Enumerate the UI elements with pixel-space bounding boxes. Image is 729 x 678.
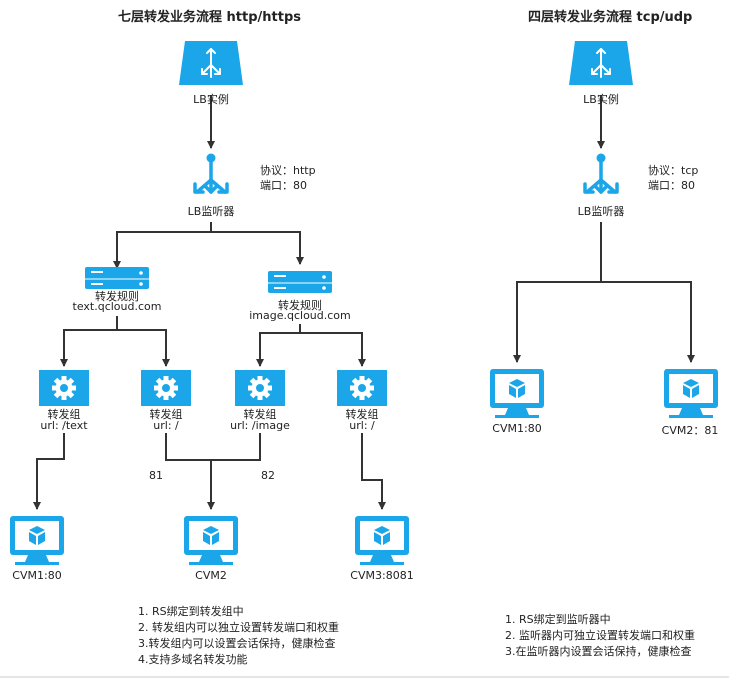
group4-label: 转发组: [345, 408, 379, 421]
left-note-1: 1. RS绑定到转发组中: [138, 605, 244, 618]
lb-instance-icon: [178, 40, 244, 86]
cvm-monitor-icon: [490, 369, 544, 418]
edge-listener-to-rule2: [211, 231, 304, 265]
r-cvm1-label: CVM1:80: [492, 422, 542, 435]
cvm1-label: CVM1:80: [12, 569, 62, 582]
lb-instance-label: LB实例: [193, 93, 229, 106]
edge-group4-to-cvm3: [361, 433, 386, 510]
r-cvm2-label: CVM2：81: [661, 424, 719, 437]
group3-url: url: /image: [230, 419, 290, 432]
right-notes: 1. RS绑定到监听器中 2. 监听器内可独立设置转发端口和权重 3.在监听器内…: [505, 612, 695, 660]
cvm2-label: CVM2: [195, 569, 227, 582]
rule1-label: 转发规则: [95, 290, 139, 303]
cvm-monitor-icon: [664, 369, 718, 418]
lb-instance-icon: [568, 40, 634, 86]
listener-icon: [583, 151, 619, 194]
edge-group1-to-cvm1: [33, 433, 65, 510]
cvm-monitor-icon: [355, 516, 409, 565]
bottom-divider: [0, 676, 729, 678]
edge-group3-to-cvm2: [211, 433, 261, 461]
left-diagram-title: 七层转发业务流程 http/https: [118, 10, 301, 25]
edge-listener-split: [116, 222, 212, 262]
edge-rule2-to-groups: [256, 324, 301, 367]
forward-group-gear-icon: [141, 370, 191, 406]
forward-group-gear-icon: [337, 370, 387, 406]
left-note-4: 4.支持多域名转发功能: [138, 653, 248, 666]
cvm3-label: CVM3:8081: [350, 569, 414, 582]
listener-protocol: 协议：http: [260, 164, 316, 177]
edge-rule1-to-group2: [117, 329, 170, 367]
edge-rule2-to-group4: [300, 332, 366, 367]
r-listener-protocol: 协议：tcp: [648, 164, 699, 177]
listener-port: 端口：80: [260, 179, 307, 192]
edge-group2-to-cvm2: [165, 433, 215, 510]
r-listener-port: 端口：80: [648, 179, 695, 192]
right-diagram-title: 四层转发业务流程 tcp/udp: [528, 10, 693, 25]
edge-r-listener-split: [513, 222, 602, 363]
cvm-monitor-icon: [184, 516, 238, 565]
left-note-2: 2. 转发组内可以独立设置转发端口和权重: [138, 621, 339, 634]
right-note-1: 1. RS绑定到监听器中: [505, 613, 611, 626]
cvm-monitor-icon: [10, 516, 64, 565]
forward-group-gear-icon: [39, 370, 89, 406]
left-notes: 1. RS绑定到转发组中 2. 转发组内可以独立设置转发端口和权重 3.转发组内…: [138, 604, 339, 668]
rule2-label: 转发规则: [278, 299, 322, 312]
forward-rule-icon: [267, 270, 333, 294]
port-label-81: 81: [149, 469, 163, 482]
right-note-2: 2. 监听器内可独立设置转发端口和权重: [505, 629, 695, 642]
right-note-3: 3.在监听器内设置会话保持，健康检查: [505, 645, 692, 658]
group2-url: url: /: [153, 419, 179, 432]
group2-label: 转发组: [149, 408, 183, 421]
group3-label: 转发组: [243, 408, 277, 421]
r-listener-label: LB监听器: [577, 205, 625, 218]
forward-rule-icon: [84, 266, 150, 290]
listener-icon: [193, 151, 229, 194]
group1-url: url: /text: [40, 419, 88, 432]
left-note-3: 3.转发组内可以设置会话保持，健康检查: [138, 637, 336, 650]
edge-r-listener-to-cvm2: [601, 281, 695, 363]
group4-url: url: /: [349, 419, 375, 432]
forward-group-gear-icon: [235, 370, 285, 406]
listener-label: LB监听器: [187, 205, 235, 218]
group1-label: 转发组: [47, 408, 81, 421]
rule1-domain: text.qcloud.com: [72, 300, 162, 313]
rule2-domain: image.qcloud.com: [249, 309, 351, 322]
r-lb-instance-label: LB实例: [583, 93, 619, 106]
edge-rule1-to-groups: [60, 316, 118, 367]
port-label-82: 82: [261, 469, 275, 482]
